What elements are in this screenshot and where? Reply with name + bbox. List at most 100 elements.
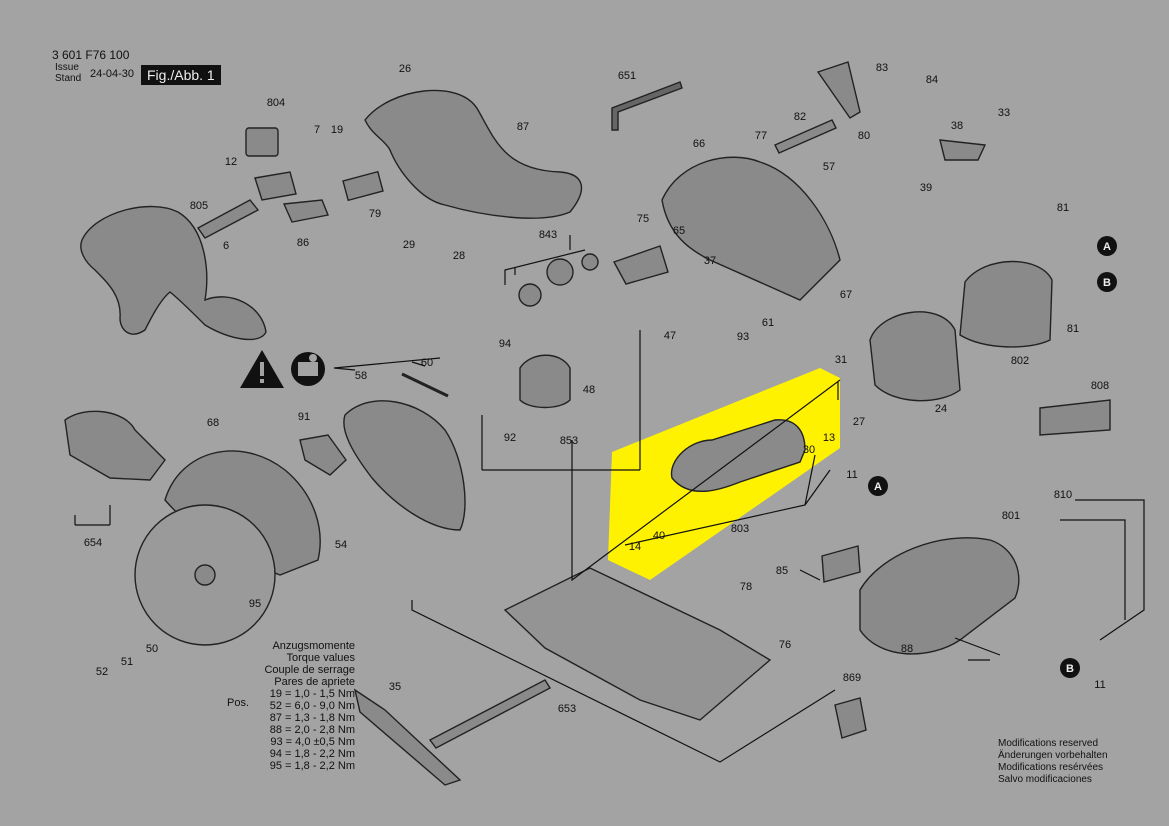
part-label: 60 (421, 357, 433, 369)
part-label: 78 (740, 581, 752, 593)
part-labels: 26 804 7 19 12 805 6 86 79 29 28 87 651 … (84, 62, 1109, 715)
part-label: 654 (84, 537, 102, 549)
part-label: 802 (1011, 355, 1029, 367)
part-label: 40 (653, 530, 665, 542)
torque-row: 95 = 1,8 - 2,2 Nm (269, 760, 355, 772)
part-label: 83 (876, 62, 888, 74)
part-label: 39 (920, 182, 932, 194)
part-label: 808 (1091, 380, 1109, 392)
part-label: 82 (794, 111, 806, 123)
part-label: 853 (560, 435, 578, 447)
part-label: 19 (331, 124, 343, 136)
torque-table: Anzugsmomente Torque values Couple de se… (220, 640, 355, 772)
part-label: 81 (1057, 202, 1069, 214)
adaptor-654 (64, 410, 166, 481)
gear-843a (546, 258, 574, 286)
torque-pos-label: Pos. (227, 697, 250, 709)
group-lines (74, 235, 1145, 763)
part-label: 80 (858, 130, 870, 142)
part-label: 801 (1002, 510, 1020, 522)
hex-key-651 (611, 81, 683, 131)
part-label: 27 (853, 416, 865, 428)
figure-label: Fig./Abb. 1 (141, 65, 221, 85)
part-label: 58 (355, 370, 367, 382)
callout-markers: A B A B (868, 236, 1117, 678)
spindle-82 (774, 119, 837, 154)
lower-guard-58 (343, 400, 466, 531)
torque-heading: Pares de apriete (274, 676, 355, 688)
part-label: 84 (926, 74, 938, 86)
switch-12 (254, 171, 297, 201)
blade-guard-66 (661, 156, 841, 301)
torque-row: 94 = 1,8 - 2,2 Nm (269, 748, 355, 760)
part-label: 37 (704, 255, 716, 267)
spring-60 (401, 372, 449, 398)
part-label: 12 (225, 156, 237, 168)
part-label: 67 (840, 289, 852, 301)
callout-a-icon (1097, 236, 1117, 256)
lever-76 (834, 697, 867, 739)
part-label: 28 (453, 250, 465, 262)
part-label: 26 (399, 63, 411, 75)
switch-804 (245, 127, 279, 157)
part-label: 86 (297, 237, 309, 249)
callout-b-label-2: B (1066, 663, 1074, 675)
part-label: 91 (298, 411, 310, 423)
part-label: 29 (403, 239, 415, 251)
part-label: 66 (693, 138, 705, 150)
lever-80 (816, 61, 861, 119)
modifications-line: Modifications resérvées (998, 762, 1104, 773)
label-79 (342, 170, 384, 202)
label-808b (821, 545, 861, 583)
gear-843c (581, 253, 599, 271)
saw-blade-hub (194, 564, 216, 586)
torque-heading: Torque values (286, 652, 356, 664)
lever-38 (939, 139, 987, 161)
part-label: 843 (539, 229, 557, 241)
label-808 (1039, 399, 1111, 436)
torque-heading: Anzugsmomente (272, 640, 355, 652)
part-label: 24 (935, 403, 947, 415)
callout-b-icon (1097, 272, 1117, 292)
modifications-note: Modifications reserved Änderungen vorbeh… (998, 738, 1108, 786)
part-label: 6 (223, 240, 229, 252)
handle-housing-26 (364, 89, 583, 219)
part-label: 13 (823, 432, 835, 444)
part-label: 48 (583, 384, 595, 396)
part-label: 77 (755, 130, 767, 142)
part-label: 65 (673, 225, 685, 237)
gearbox-853 (519, 354, 571, 409)
motor-housing-801 (859, 537, 1020, 655)
part-label: 11 (1094, 679, 1105, 691)
torque-row: 88 = 2,0 - 2,8 Nm (269, 724, 355, 736)
part-label: 50 (146, 643, 158, 655)
part-label: 810 (1054, 489, 1072, 501)
handle-housing-26b (80, 205, 267, 341)
part-label: 805 (190, 200, 208, 212)
part-label: 88 (901, 643, 913, 655)
torque-row: 87 = 1,3 - 1,8 Nm (269, 712, 355, 724)
part-label: 52 (96, 666, 108, 678)
torque-row: 19 = 1,0 - 1,5 Nm (269, 688, 355, 700)
part-label: 95 (249, 598, 261, 610)
issue-label-line2: Stand (55, 73, 82, 84)
part-label: 87 (517, 121, 529, 133)
parallel-guide-653 (353, 688, 462, 786)
callout-b-label-1: B (1103, 277, 1111, 289)
base-plate-869 (503, 567, 772, 721)
part-label: 75 (637, 213, 649, 225)
part-label: 93 (737, 331, 749, 343)
modifications-line: Modifications reserved (998, 738, 1099, 749)
part-number: 3 601 F76 100 (52, 48, 130, 62)
part-label: 76 (779, 639, 791, 651)
knob-91 (299, 434, 347, 476)
part-label: 51 (121, 656, 133, 668)
plate-75 (612, 245, 669, 285)
part-label: 803 (731, 523, 749, 535)
part-label: 57 (823, 161, 835, 173)
part-label: 7 (314, 124, 320, 136)
gear-843b (518, 283, 542, 307)
part-label: 653 (558, 703, 576, 715)
torque-row: 52 = 6,0 - 9,0 Nm (269, 700, 355, 712)
